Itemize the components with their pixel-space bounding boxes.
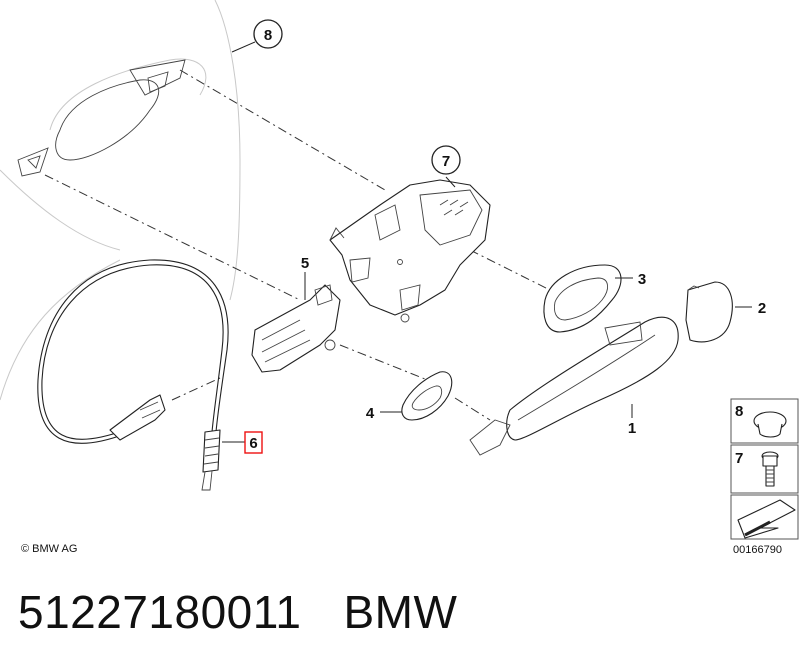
callout-3-label: 3 <box>638 271 646 288</box>
part-number: 51227180011 <box>18 586 302 638</box>
cylinder-gasket-part-4 <box>401 371 453 421</box>
legend-item-8-label: 8 <box>735 403 743 420</box>
door-handle-exploded-diagram: 8 7 5 3 2 4 1 6 8 7 <box>0 0 799 556</box>
callout-8: 8 <box>253 19 283 49</box>
callout-8-label: 8 <box>264 27 272 44</box>
door-panel-outline <box>0 0 241 401</box>
leader-lines <box>222 41 752 443</box>
end-cap-part-2 <box>685 281 733 343</box>
callout-2-label: 2 <box>758 300 766 317</box>
gasket-part-3 <box>543 264 622 333</box>
legend-item-7-label: 7 <box>735 450 743 467</box>
legend-panel: 8 7 <box>730 398 799 540</box>
callout-5-label: 5 <box>301 255 309 272</box>
callout-6-label: 6 <box>249 435 257 452</box>
screw-icon <box>761 451 779 487</box>
grommet-icon <box>753 411 787 438</box>
lock-mechanism-part-5 <box>251 284 341 373</box>
image-number: 00166790 <box>733 544 782 556</box>
copyright-text: © BMW AG <box>21 543 77 555</box>
bowden-cable-part-6 <box>37 259 229 491</box>
callout-1-label: 1 <box>628 420 636 437</box>
brand-name: BMW <box>343 586 458 638</box>
footer-caption: 51227180011 BMW <box>18 584 499 640</box>
assembly-axis-lines <box>44 69 561 421</box>
callout-7-label: 7 <box>442 153 450 170</box>
outer-handle-part-1 <box>469 316 679 456</box>
callout-7: 7 <box>431 145 461 175</box>
callout-6-highlighted: 6 <box>244 431 263 454</box>
carrier-bracket-part-7 <box>329 179 491 323</box>
arrow-icon <box>737 499 796 539</box>
callout-4-label: 4 <box>366 405 375 422</box>
